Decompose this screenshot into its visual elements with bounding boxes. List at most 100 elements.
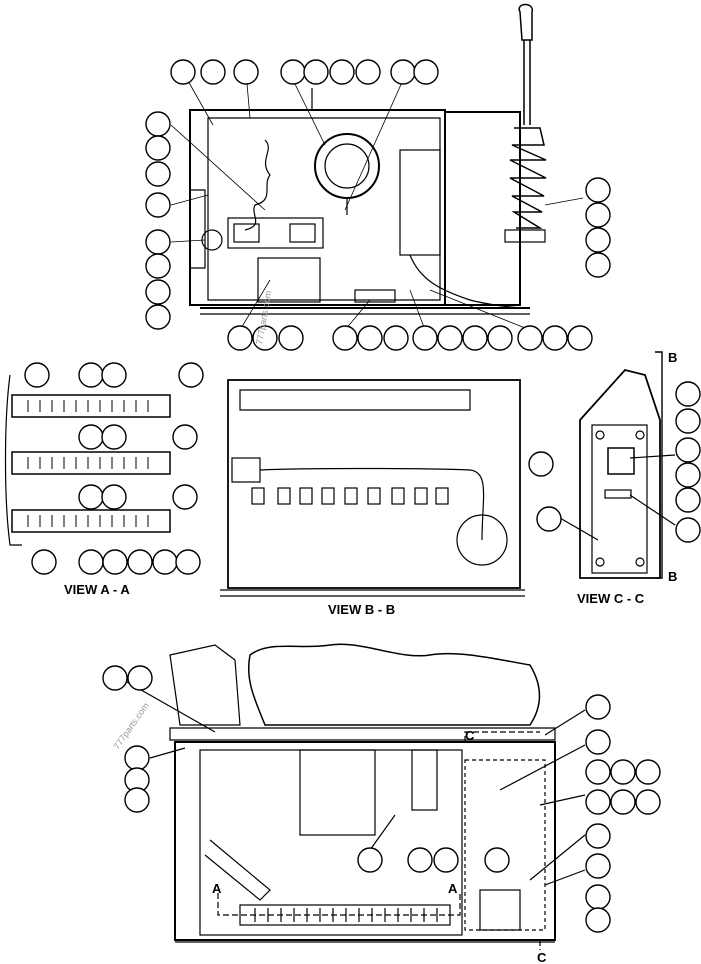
view-aa-label: VIEW A - A [64,582,130,597]
terminal-strip-1 [11,394,171,418]
callout-balloon [102,665,128,691]
callout-balloon [78,424,104,450]
plug [391,487,405,505]
studs-row-3 [27,515,149,527]
callout-balloon [124,787,150,813]
bottom-leader [544,869,586,886]
callout-balloon [233,59,259,85]
callout-balloon [383,325,409,351]
callout-balloon [407,847,433,873]
section-line-b [655,351,663,579]
callout-balloon [152,549,178,575]
callout-balloon [78,484,104,510]
leader [344,299,371,331]
view-cc-bolt [595,557,605,567]
callout-balloon [585,823,611,849]
bottom-leader [149,747,186,759]
callout-balloon [145,253,171,279]
callout-balloon [172,484,198,510]
joystick-knob [518,3,533,41]
callout-balloon [610,789,636,815]
view-cc-bolt [595,430,605,440]
callout-balloon [585,694,611,720]
callout-balloon [355,59,381,85]
callout-balloon [124,745,150,771]
callout-balloon [280,59,306,85]
top-broken-edge [244,139,271,231]
callout-balloon [390,59,416,85]
section-marker-a-left: A [212,881,222,896]
view-cc-bolt [635,430,645,440]
callout-balloon [635,759,661,785]
top-relay-block [227,217,324,249]
view-bb-connector [231,457,261,483]
callout-balloon [178,362,204,388]
plug [251,487,265,505]
bottom-leader [529,834,586,881]
callout-balloon [145,229,171,255]
top-inner-panel [207,117,441,301]
bottom-connector-stack [411,749,438,811]
callout-balloon [585,729,611,755]
section-marker-c-bottom: C [537,950,547,964]
top-housing-outline [189,109,446,306]
callout-balloon [102,549,128,575]
callout-balloon [170,59,196,85]
seat-base-rail [169,727,556,741]
callout-balloon [635,789,661,815]
callout-balloon [127,665,153,691]
plug [414,487,428,505]
callout-balloon [585,759,611,785]
top-gauge-inner [324,143,370,189]
leader [429,289,531,331]
joystick-base [504,229,546,243]
top-transformer [257,257,321,303]
joystick-boot [509,127,547,229]
callout-balloon [675,462,701,488]
callout-balloon [175,549,201,575]
plug [277,487,291,505]
callout-balloon [101,484,127,510]
callout-balloon [675,487,701,513]
view-cc-label [604,489,632,499]
callout-balloon [484,847,510,873]
bottom-assembly [119,643,586,950]
callout-balloon [585,884,611,910]
callout-balloon [227,325,253,351]
callout-balloon [357,847,383,873]
joystick [504,3,547,243]
leader [170,239,206,243]
bottom-leader [539,794,586,806]
callout-balloon [303,59,329,85]
callout-balloon [145,304,171,330]
view-cc-bolt [635,557,645,567]
seat-back [169,644,241,726]
view-cc-plate [591,424,648,574]
callout-balloons [24,59,701,933]
plug [344,487,358,505]
view-cc-leader [629,454,676,459]
top-leaders [170,71,584,331]
leader [170,194,209,206]
plug [367,487,381,505]
view-bb-harness-upper [239,389,471,411]
callout-balloon [585,907,611,933]
callout-balloon [585,252,611,278]
view-cc [559,351,676,579]
view-bb-floor [220,589,525,597]
callout-balloon [413,59,439,85]
callout-balloon [675,517,701,543]
section-marker-a-right: A [448,881,458,896]
callout-balloon [332,325,358,351]
callout-balloon [462,325,488,351]
callout-balloon [433,847,459,873]
view-cc-leader [629,494,676,526]
callout-balloon [567,325,593,351]
view-aa-left-bracket [4,374,22,546]
callout-balloon [145,161,171,187]
section-marker-c-top: C [465,728,475,743]
view-bb [220,379,525,597]
callout-balloon [101,362,127,388]
callout-balloon [675,381,701,407]
terminal-studs [27,400,149,527]
